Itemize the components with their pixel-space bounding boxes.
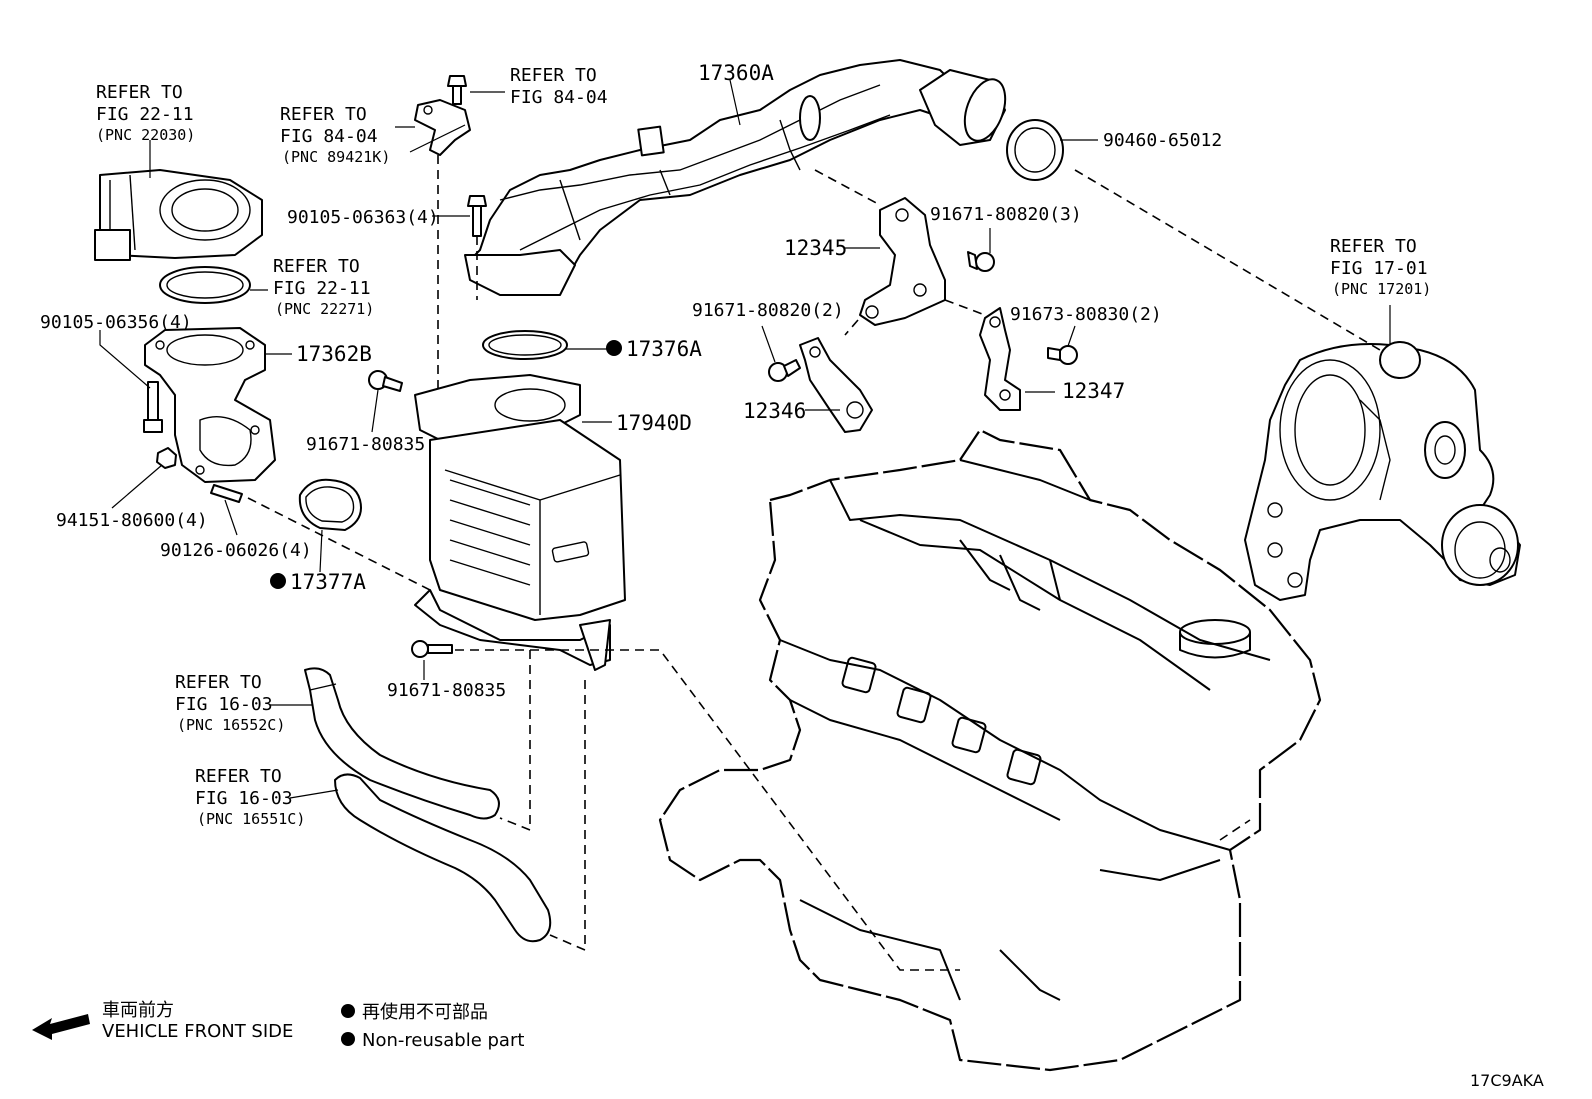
label-fig-16-03: FIG 16-03 <box>175 694 273 715</box>
label-fig-17-01: FIG 17-01 <box>1330 258 1428 279</box>
non-reusable-dot-17376A <box>606 340 622 356</box>
gasket-17377A <box>298 478 362 531</box>
non-reusable-dot-icon <box>341 1004 355 1018</box>
legend-nonreuse-jp: 再使用不可部品 <box>362 1002 488 1023</box>
label-pnc-16552c: (PNC 16552C) <box>177 716 285 734</box>
label-refer-sensor: REFER TO FIG 84-04 (PNC 89421K) <box>280 104 390 166</box>
label-refer-hose2: REFER TO FIG 16-03 (PNC 16551C) <box>195 766 305 828</box>
non-reusable-dot-icon <box>341 1032 355 1046</box>
gasket-17376A <box>482 330 568 360</box>
label-pnc-22271: (PNC 22271) <box>275 300 374 318</box>
label-12346: 12346 <box>743 399 806 423</box>
label-12347: 12347 <box>1062 379 1125 403</box>
label-refer-hose1: REFER TO FIG 16-03 (PNC 16552C) <box>175 672 285 734</box>
label-91671-80835-lower: 91671-80835 <box>387 680 506 701</box>
label-90460-65012: 90460-65012 <box>1103 130 1222 151</box>
label-fig-16-03: FIG 16-03 <box>195 788 293 809</box>
label-refer-turbo: REFER TO FIG 17-01 (PNC 17201) <box>1330 236 1431 298</box>
label-17376A: 17376A <box>626 337 702 361</box>
front-arrow-icon <box>32 1014 90 1040</box>
leader-lines <box>99 79 1391 799</box>
bolt-sensor-top <box>447 75 467 105</box>
label-pnc-22030: (PNC 22030) <box>96 126 195 144</box>
bracket-12345 <box>859 197 946 326</box>
nut-94151 <box>156 447 177 469</box>
label-pnc-16551c: (PNC 16551C) <box>197 810 305 828</box>
legend-nonreuse-en: Non-reusable part <box>362 1030 524 1051</box>
label-refer-to: REFER TO <box>510 65 597 86</box>
legend-front-jp: 車両前方 <box>102 1000 174 1021</box>
diagram-code: 17C9AKA <box>1470 1071 1544 1090</box>
label-refer-gasket: REFER TO FIG 22-11 (PNC 22271) <box>273 256 374 318</box>
legend: 車両前方 VEHICLE FRONT SIDE 再使用不可部品 Non-reus… <box>32 1000 524 1051</box>
legend-front-en: VEHICLE FRONT SIDE <box>102 1021 293 1042</box>
label-refer-to: REFER TO <box>175 672 262 693</box>
bolt-91671-80820-2 <box>768 359 801 382</box>
air-intake-pipe-17360A <box>464 59 1007 296</box>
label-refer-to: REFER TO <box>195 766 282 787</box>
label-fig-22-11: FIG 22-11 <box>96 104 194 125</box>
label-fig-22-11: FIG 22-11 <box>273 278 371 299</box>
non-reusable-dot-17377A <box>270 573 286 589</box>
label-91671-80835-upper: 91671-80835 <box>306 434 425 455</box>
bolt-90105-06363 <box>467 195 487 237</box>
label-refer-to: REFER TO <box>96 82 183 103</box>
intercooler-17940D <box>414 374 626 671</box>
intake-sensor <box>414 99 471 156</box>
label-17940D: 17940D <box>616 411 692 435</box>
label-90126-06026: 90126-06026(4) <box>160 540 312 561</box>
label-pnc-17201: (PNC 17201) <box>1332 280 1431 298</box>
label-17360A: 17360A <box>698 61 774 85</box>
bolt-90105-06356 <box>143 381 163 433</box>
bolt-91671-80835-lower <box>411 640 453 658</box>
label-refer-sensor-top: REFER TO FIG 84-04 <box>510 65 608 108</box>
label-90105-06363: 90105-06363(4) <box>287 207 439 228</box>
label-91671-80820-3: 91671-80820(3) <box>930 204 1082 225</box>
bolt-91671-80820-3 <box>967 251 995 272</box>
bolt-91671-80835-upper <box>368 370 403 392</box>
intake-adapter-17362B <box>144 327 276 483</box>
label-17377A: 17377A <box>290 570 366 594</box>
bracket-12347 <box>979 307 1021 411</box>
label-fig-84-04: FIG 84-04 <box>280 126 378 147</box>
label-refer-to: REFER TO <box>1330 236 1417 257</box>
water-hose-16551C <box>334 773 552 943</box>
label-91673-80830: 91673-80830(2) <box>1010 304 1162 325</box>
label-91671-80820-2: 91671-80820(2) <box>692 300 844 321</box>
reference-dashed-lines <box>247 155 1381 971</box>
bracket-12346 <box>799 337 873 433</box>
throttle-gasket <box>159 266 251 304</box>
label-12345: 12345 <box>784 236 847 260</box>
throttle-body <box>94 169 263 261</box>
engine-block-outline <box>658 428 1322 1072</box>
label-94151-80600: 94151-80600(4) <box>56 510 208 531</box>
bolt-91673-80830-2 <box>1047 345 1078 365</box>
label-refer-throttle: REFER TO FIG 22-11 (PNC 22030) <box>96 82 195 144</box>
label-17362B: 17362B <box>296 342 372 366</box>
label-fig-84-04: FIG 84-04 <box>510 87 608 108</box>
water-hose-16552C <box>304 667 500 820</box>
stud-90126 <box>210 484 243 503</box>
label-refer-to: REFER TO <box>280 104 367 125</box>
hose-clamp-90460 <box>1006 119 1064 181</box>
label-90105-06356: 90105-06356(4) <box>40 312 192 333</box>
turbocharger <box>1244 341 1521 601</box>
label-refer-to: REFER TO <box>273 256 360 277</box>
label-pnc-89421k: (PNC 89421K) <box>282 148 390 166</box>
